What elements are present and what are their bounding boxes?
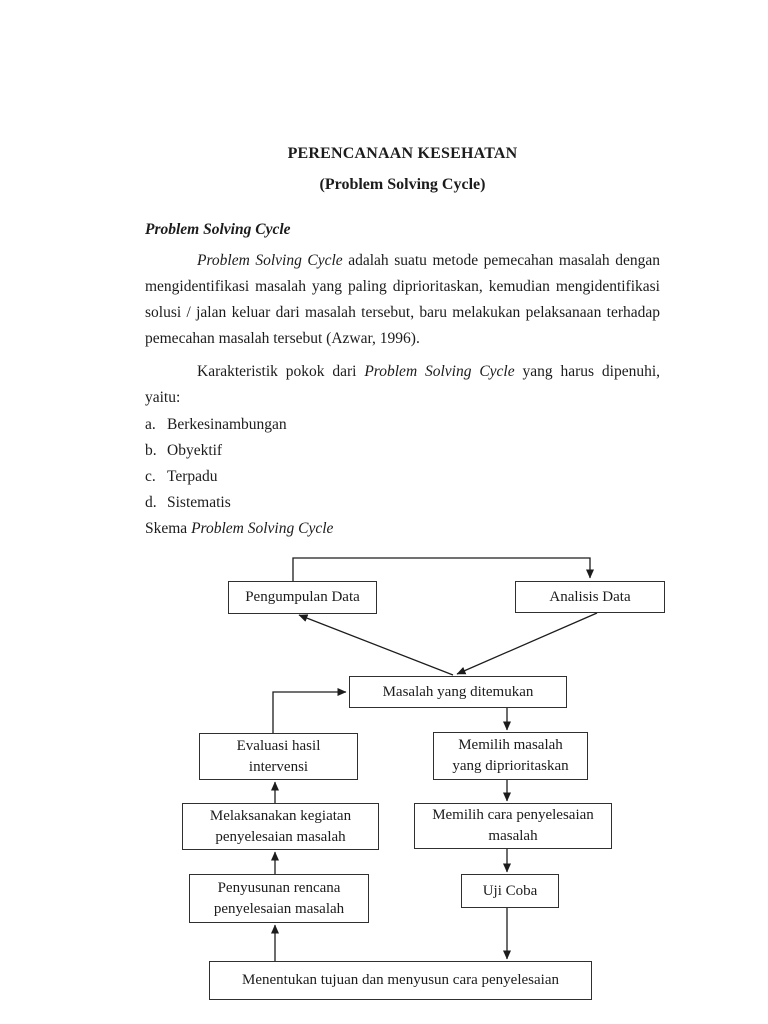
node-melaksanakan-kegiatan: Melaksanakan kegiatan penyelesaian masal… (182, 803, 379, 850)
characteristics-list: a. Berkesinambungan b. Obyektif c. Terpa… (145, 412, 660, 516)
node-memilih-masalah-diprioritaskan: Memilih masalah yang diprioritaskan (433, 732, 588, 780)
node-label: Memilih masalah (458, 737, 563, 753)
node-label: penyelesaian masalah (215, 828, 346, 845)
node-analisis-data: Analisis Data (515, 581, 665, 613)
list-item: a. Berkesinambungan (145, 412, 660, 438)
section-heading: Problem Solving Cycle (145, 221, 291, 238)
skema-caption: Skema Problem Solving Cycle (145, 516, 660, 542)
list-marker: d. (145, 494, 157, 511)
italic-term: Problem Solving Cycle (197, 252, 343, 269)
list-item: d. Sistematis (145, 490, 660, 516)
node-label: Melaksanakan kegiatan (209, 807, 352, 824)
node-masalah-yang-ditemukan: Masalah yang ditemukan (349, 676, 567, 708)
psc-flowchart: Pengumpulan Data Analisis Data Masalah y… (0, 545, 768, 1015)
italic-term: Problem Solving Cycle (191, 520, 334, 537)
node-label: Analisis Data (549, 588, 631, 605)
node-label: intervensi (248, 758, 309, 775)
node-penyusunan-rencana: Penyusunan rencana penyelesaian masalah (189, 874, 369, 923)
node-pengumpulan-data: Pengumpulan Data (228, 581, 377, 614)
node-memilih-cara-penyelesaian: Memilih cara penyelesaian masalah (414, 803, 612, 849)
paragraph-text: Karakteristik pokok dari (197, 363, 365, 380)
list-marker: a. (145, 416, 156, 433)
node-menentukan-tujuan: Menentukan tujuan dan menyusun cara peny… (209, 961, 592, 1000)
node-label: penyelesaian masalah (213, 900, 345, 917)
list-item-label: Terpadu (167, 468, 218, 485)
node-label: Masalah yang ditemukan (382, 683, 534, 700)
node-label: masalah (488, 828, 538, 844)
page-title: PERENCANAAN KESEHATAN (287, 145, 518, 162)
list-item: c. Terpadu (145, 464, 660, 490)
paragraph-text: yang harus dipenuhi, yaitu: (145, 363, 660, 406)
caption-text: Skema (145, 520, 192, 537)
list-item-label: Obyektif (167, 442, 223, 459)
list-item-label: Berkesinambungan (167, 416, 287, 433)
node-label: Evaluasi hasil (236, 737, 321, 754)
list-marker: b. (145, 442, 157, 459)
node-label: yang diprioritaskan (452, 758, 569, 774)
paragraph-characteristics: Karakteristik pokok dari Problem Solving… (145, 359, 660, 411)
list-item-label: Sistematis (167, 494, 231, 511)
node-label: Penyusunan rencana (217, 879, 341, 896)
list-marker: c. (145, 468, 156, 485)
node-label: Menentukan tujuan dan menyusun cara peny… (242, 972, 559, 988)
list-item: b. Obyektif (145, 438, 660, 464)
node-uji-coba: Uji Coba (461, 874, 559, 908)
node-evaluasi-hasil-intervensi: Evaluasi hasil intervensi (199, 733, 358, 780)
italic-term: Problem Solving Cycle (364, 363, 515, 380)
node-label: Memilih cara penyelesaian (432, 807, 594, 823)
page-subtitle: (Problem Solving Cycle) (319, 176, 486, 193)
node-label: Pengumpulan Data (245, 589, 360, 605)
flowchart-arrows (271, 557, 598, 961)
paragraph-text: adalah suatu metode pemecahan masalah de… (145, 252, 660, 347)
node-label: Uji Coba (482, 882, 538, 899)
paragraph-psc-definition: Problem Solving Cycle adalah suatu metod… (145, 248, 660, 352)
